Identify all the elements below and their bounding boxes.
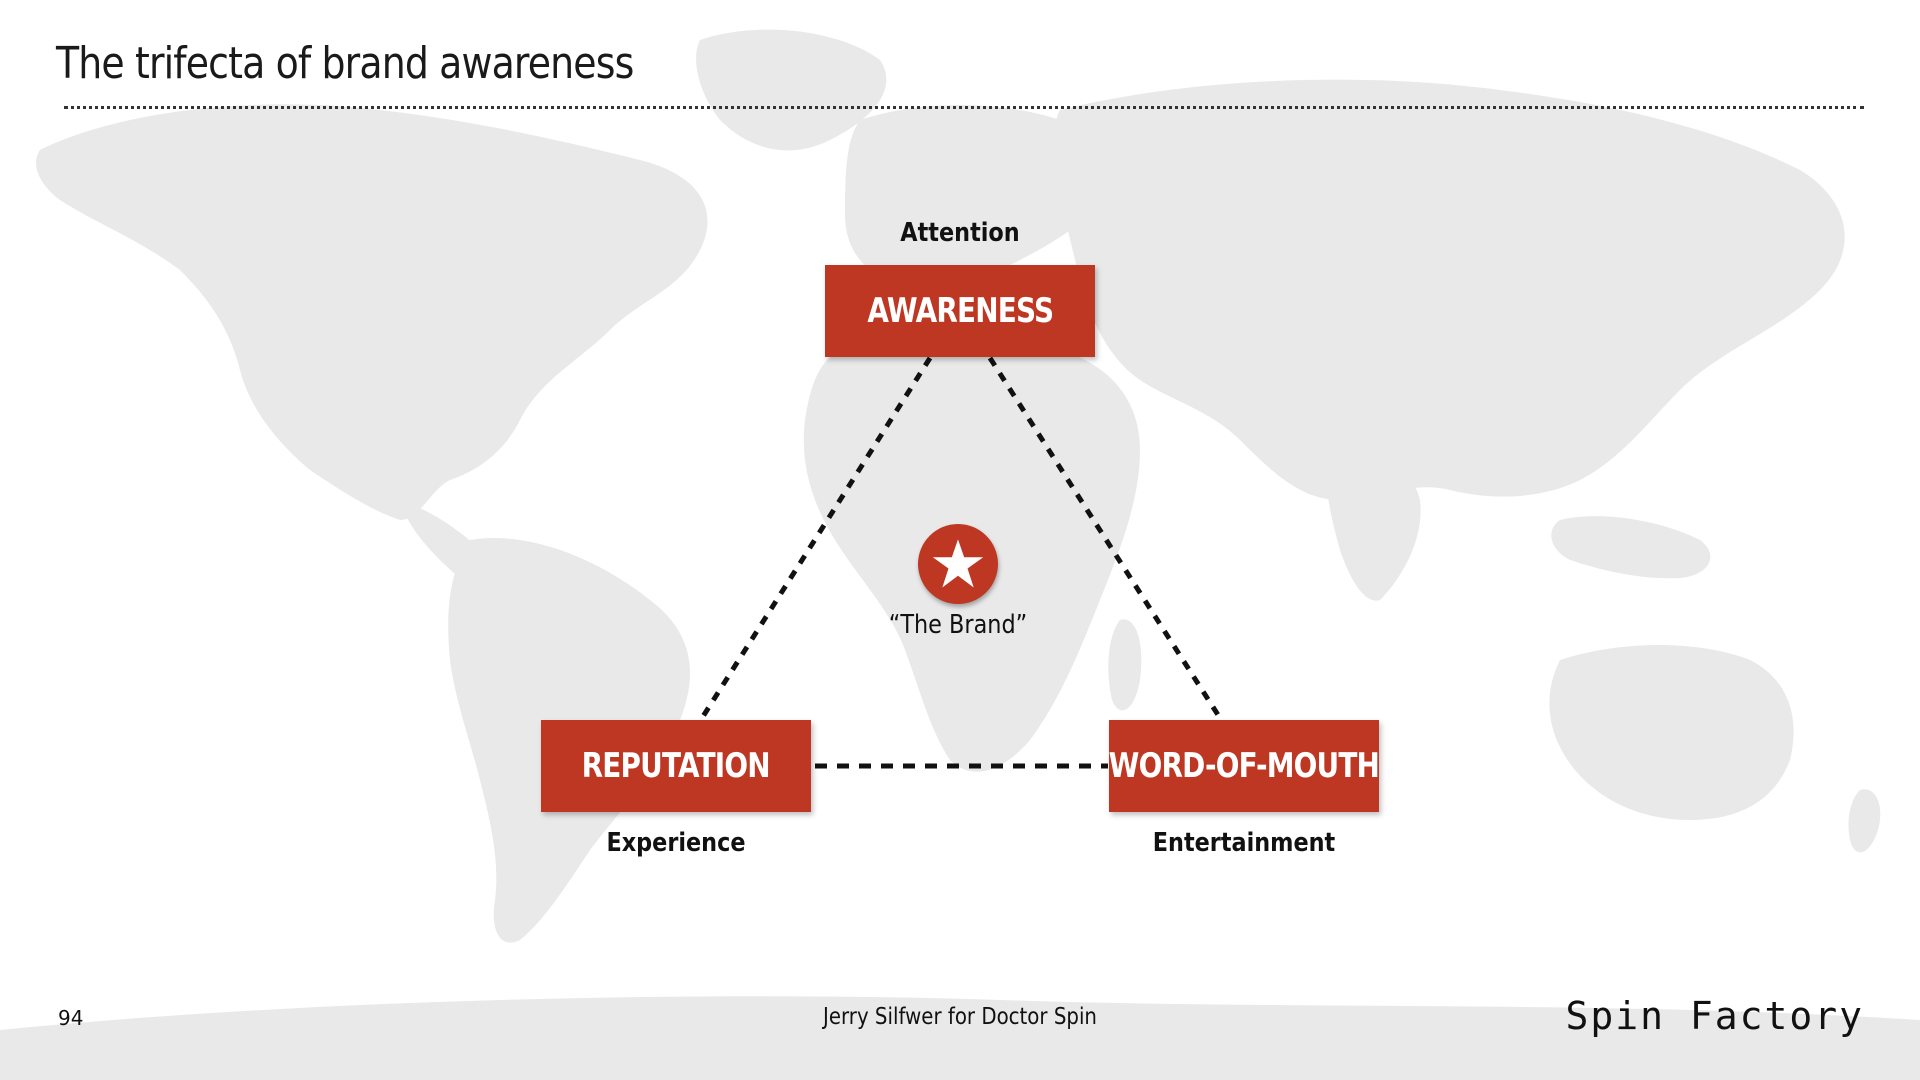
brand-badge (918, 524, 998, 604)
awareness-label: AWARENESS (867, 291, 1054, 331)
word-of-mouth-label: WORD-OF-MOUTH (1108, 746, 1380, 786)
connector-awareness-reputation (699, 356, 933, 720)
slide-title: The trifecta of brand awareness (56, 38, 634, 89)
connector-awareness-word-of-mouth (987, 356, 1223, 720)
reputation-caption: Experience (606, 828, 746, 858)
word-of-mouth-caption: Entertainment (1152, 828, 1336, 858)
brand-logo: Spin Factory (1565, 994, 1864, 1038)
star-icon (932, 539, 984, 588)
reputation-box: REPUTATION (541, 720, 811, 812)
word-of-mouth-box: WORD-OF-MOUTH (1108, 720, 1380, 812)
footer-credit: Jerry Silfwer for Doctor Spin (823, 1004, 1097, 1030)
page-number: 94 (58, 1006, 84, 1030)
title-divider (64, 106, 1864, 109)
reputation-label: REPUTATION (581, 746, 771, 786)
awareness-caption: Attention (900, 218, 1020, 248)
awareness-box: AWARENESS (825, 265, 1095, 357)
brand-label: “The Brand” (888, 610, 1028, 640)
